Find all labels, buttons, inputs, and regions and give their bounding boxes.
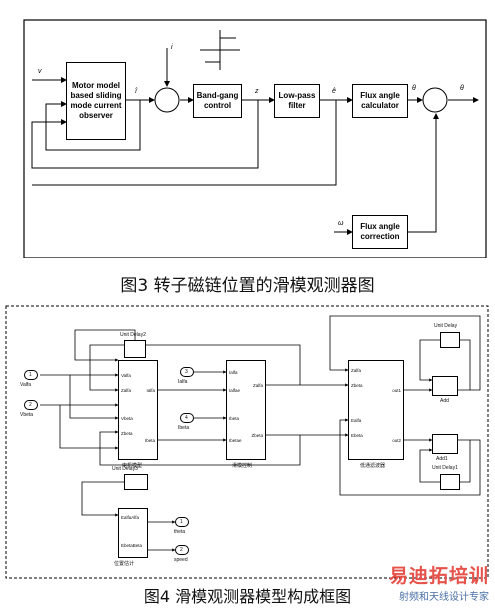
unit-delay-3-label: Unit Delay3 bbox=[112, 466, 138, 472]
unit-delay-label: Unit Delay bbox=[434, 323, 458, 329]
angle-calc-subsystem: EalfaAlfa EbetaBeta bbox=[118, 508, 148, 558]
watermark: 易迪拓培训 射频和天线设计专家 bbox=[389, 561, 489, 603]
add-label: Add bbox=[440, 398, 449, 404]
flux-angle-correction-block: Flux angle correction bbox=[352, 215, 408, 249]
figure-4-simulink-model: 1 Valfa 2 Vbeta Unit Delay2 Valfa Zalfa … bbox=[0, 300, 495, 582]
add-block bbox=[432, 376, 458, 396]
outport-1: 1 bbox=[175, 517, 189, 527]
current-model-subsystem: Valfa Zalfa Vbeta Zbeta Ialfa Ibeta bbox=[118, 360, 158, 460]
figure-4-wiring bbox=[5, 305, 489, 579]
filter-label: 低通滤波器 bbox=[360, 463, 386, 469]
figure-3-block-diagram: Motor model based sliding mode current o… bbox=[0, 0, 495, 258]
signal-z-label: z bbox=[255, 88, 259, 95]
signal-e-hat-label: ê bbox=[332, 88, 336, 95]
unit-delay-1-block bbox=[440, 474, 460, 490]
outport-1-label: theta bbox=[174, 529, 186, 535]
unit-delay-block bbox=[440, 332, 460, 348]
inport-4: 4 bbox=[180, 413, 194, 423]
outport-2-label: speed bbox=[174, 557, 188, 563]
flux-angle-calculator-block: Flux angle calculator bbox=[352, 84, 408, 118]
inport-4-label: Ibeta bbox=[178, 425, 190, 431]
signal-v-label: v bbox=[38, 68, 42, 75]
sliding-control-label: 滑模控制 bbox=[232, 463, 253, 469]
sliding-control-subsystem: Ialfa Ialfae Ibeta Ibetae Zalfa Zbeta bbox=[226, 360, 266, 460]
motor-model-block: Motor model based sliding mode current o… bbox=[66, 62, 126, 140]
add1-label: Add1 bbox=[436, 456, 448, 462]
signal-omega-label: ω bbox=[338, 220, 344, 227]
angle-calc-label: 位置估计 bbox=[114, 561, 135, 567]
figure-3-wiring bbox=[23, 19, 487, 258]
outport-2: 2 bbox=[175, 545, 189, 555]
current-model-label: 电机模型 bbox=[122, 463, 143, 469]
figure-4-caption: 图4 滑模观测器模型构成框图 bbox=[143, 587, 352, 606]
sign-function-icon bbox=[200, 30, 240, 70]
inport-2-label: Vbeta bbox=[20, 412, 34, 418]
inport-2: 2 bbox=[24, 400, 38, 410]
inport-3-label: Ialfa bbox=[178, 379, 188, 385]
signal-i-s-label: i bbox=[171, 44, 173, 51]
signal-i-hat-label: î bbox=[135, 88, 137, 95]
summing-junction-1 bbox=[154, 87, 180, 113]
unit-delay-2-label: Unit Delay2 bbox=[120, 332, 146, 338]
watermark-brand: 易迪拓培训 bbox=[388, 566, 489, 587]
watermark-slogan: 射频和天线设计专家 bbox=[399, 592, 489, 603]
low-pass-filter-subsystem: Zalfa Zbeta Ealfa Ebeta out1 out2 bbox=[348, 360, 404, 460]
low-pass-filter-block: Low-pass filter bbox=[274, 84, 320, 118]
figure-3-caption: 图3 转子磁链位置的滑模观测器图 bbox=[120, 276, 375, 296]
inport-1-label: Valfa bbox=[20, 382, 32, 388]
summing-junction-2 bbox=[422, 87, 448, 113]
inport-3: 3 bbox=[180, 367, 194, 377]
unit-delay-3-block bbox=[124, 474, 148, 490]
signal-theta-out-label: θ bbox=[460, 85, 464, 92]
unit-delay-1-label: Unit Delay1 bbox=[432, 465, 458, 471]
signal-theta-m-label: θ bbox=[412, 85, 416, 92]
unit-delay-2-block bbox=[124, 340, 146, 358]
add1-block bbox=[432, 434, 458, 454]
inport-1: 1 bbox=[24, 370, 38, 380]
band-gang-control-block: Band-gang control bbox=[193, 84, 242, 118]
